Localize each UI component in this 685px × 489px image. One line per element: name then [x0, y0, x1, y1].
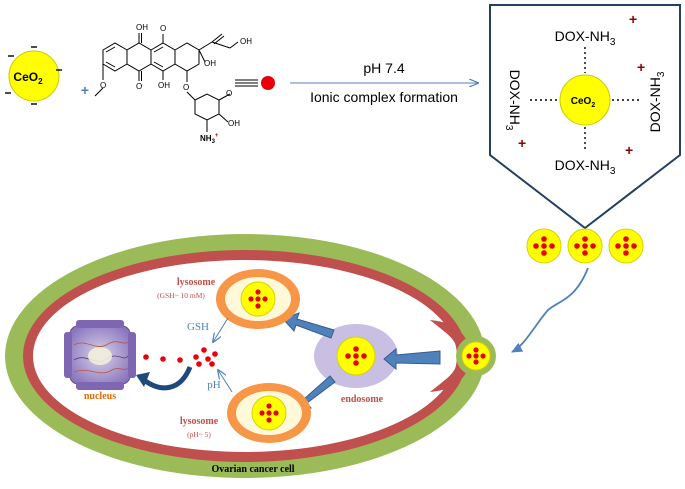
ph-label: pH	[207, 379, 221, 391]
ceo2-reactant: CeO2	[5, 46, 62, 105]
dox-o-top: O	[160, 24, 166, 33]
cell-title: Ovarian cancer cell	[211, 464, 294, 475]
dox-equivalent-symbol	[235, 79, 258, 87]
released-dox-dots	[143, 347, 218, 367]
complex-center-particle	[559, 74, 611, 126]
nuclear-entry-arrow	[142, 365, 193, 391]
gsh-label: GSH	[187, 321, 209, 333]
dox-sugar-oh: OH	[228, 119, 240, 128]
cancer-cell: endosome lysosome (GSH~ 10 mM) lysosome …	[5, 234, 496, 478]
arrow-entry-to-endosome	[383, 347, 441, 371]
lysosome-top-title: lysosome	[177, 277, 216, 288]
negative-charge-marks	[5, 46, 62, 105]
dox-oh-top-left: OH	[136, 23, 148, 32]
lysosome-bottom-title: lysosome	[180, 416, 219, 427]
plus-sign: +	[81, 82, 89, 98]
dox-methoxy-o: O	[100, 81, 106, 90]
doxorubicin-atom-labels: OH O OH OH O O OH O O OH NH3+	[100, 23, 252, 145]
endosome	[314, 324, 398, 388]
ph-release-arrow	[218, 370, 233, 393]
ligand-top: DOX-NH3	[555, 28, 616, 48]
nuclear-entry-arrowhead	[136, 372, 150, 387]
ceo2-reactant-label: CeO2	[13, 70, 43, 86]
loaded-nanoparticles-row	[526, 228, 644, 264]
nucleus	[64, 320, 136, 390]
ligand-bottom: DOX-NH3	[555, 157, 616, 177]
ligand-left: DOX-NH3	[503, 70, 523, 131]
gsh-release-arrow	[213, 317, 229, 342]
dox-oh-top-right: OH	[240, 37, 252, 46]
ligand-right-charge: +	[637, 59, 645, 75]
complex-box: CeO2 DOX-NH3 + DOX-NH3 + DOX-NH3 + DOX-N…	[489, 4, 681, 230]
ligand-right: DOX-NH3	[647, 71, 667, 132]
reaction-condition-complex: Ionic complex formation	[310, 89, 458, 105]
dox-amine: NH3+	[200, 133, 219, 145]
lysosome-bottom-condition: (pH~ 5)	[187, 430, 211, 439]
dox-ring-o: O	[183, 83, 189, 92]
complex-bond-dashes	[530, 47, 640, 150]
dox-o-mid-left: O	[136, 82, 142, 91]
entering-nanoparticle	[461, 341, 491, 371]
ligand-top-charge: +	[629, 11, 637, 27]
reaction-condition-ph: pH 7.4	[363, 60, 404, 76]
ceo2-reactant-particle	[8, 50, 60, 102]
dox-red-dot	[261, 76, 275, 90]
loaded-nanoparticle	[567, 228, 603, 264]
lysosome-top-condition: (GSH~ 10 mM)	[157, 291, 205, 300]
nucleus-label: nucleus	[84, 391, 116, 402]
doxorubicin-structure	[94, 33, 239, 132]
dox-sugar-o: O	[226, 89, 232, 98]
cell-cytoplasm	[33, 260, 457, 452]
arrow-endosome-to-lysosome-top	[282, 312, 335, 339]
ligand-left-charge: +	[518, 135, 526, 151]
uptake-curved-arrow	[511, 267, 589, 353]
loaded-nanoparticle	[526, 228, 562, 264]
loaded-nanoparticle	[608, 228, 644, 264]
membrane-invagination	[430, 320, 470, 392]
lysosome-top	[216, 269, 300, 329]
ligand-bottom-charge: +	[625, 142, 633, 158]
dox-oh-ring: OH	[204, 59, 216, 68]
complex-center-label: CeO2	[571, 96, 596, 109]
lysosome-bottom	[227, 383, 311, 443]
endosome-label: endosome	[341, 394, 384, 405]
dox-oh-mid: OH	[158, 81, 170, 90]
